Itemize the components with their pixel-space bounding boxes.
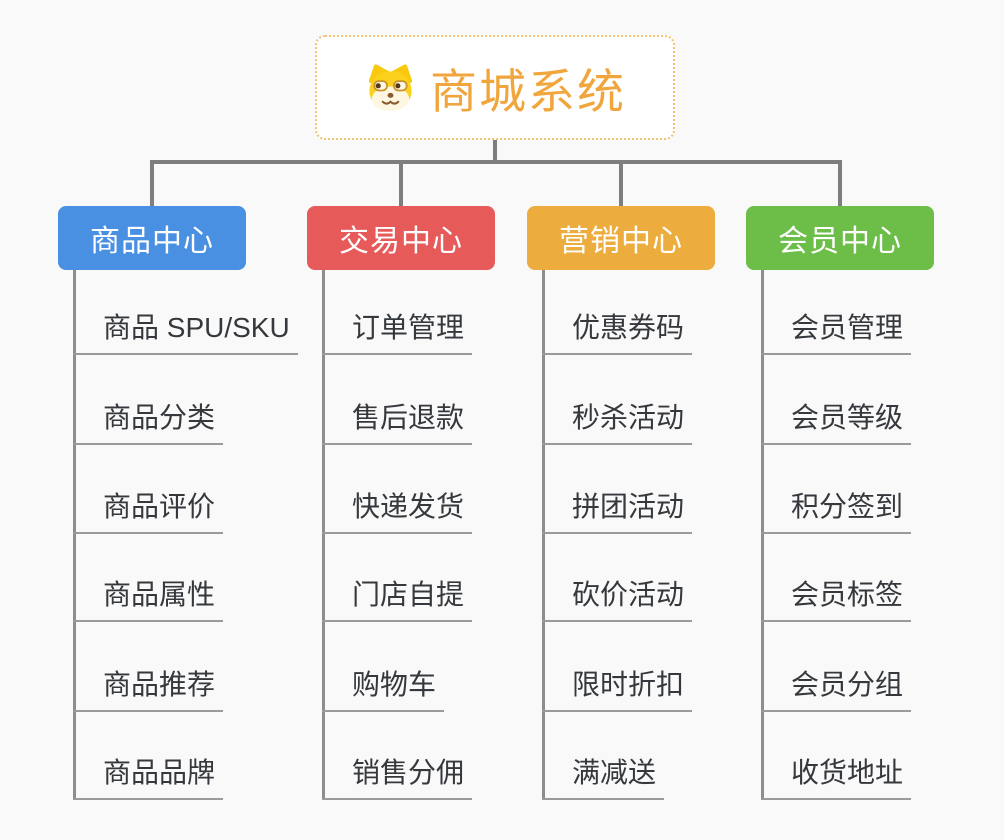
subtopic-node[interactable]: 商品品牌 [73, 755, 224, 800]
connector-horizontal-bar [150, 160, 842, 164]
subtopic-node[interactable]: 满减送 [542, 755, 665, 800]
branch-topic-member-center[interactable]: 会员中心 [746, 206, 934, 270]
branch-topic-marketing-center[interactable]: 营销中心 [527, 206, 715, 270]
subtopic-node[interactable]: 积分签到 [761, 489, 912, 534]
branch-topic-trade-center[interactable]: 交易中心 [307, 206, 495, 270]
subtopic-node[interactable]: 会员管理 [761, 310, 912, 355]
subtopic-node[interactable]: 秒杀活动 [542, 400, 693, 445]
subtopic-node[interactable]: 快递发货 [322, 489, 473, 534]
subtopic-node[interactable]: 购物车 [322, 667, 445, 712]
subtopic-node[interactable]: 砍价活动 [542, 577, 693, 622]
subtopic-node[interactable]: 会员分组 [761, 667, 912, 712]
subtopic-node[interactable]: 会员标签 [761, 577, 912, 622]
subtopic-node[interactable]: 优惠券码 [542, 310, 693, 355]
doge-icon [368, 63, 413, 111]
subtopic-node[interactable]: 商品分类 [73, 400, 224, 445]
root-topic-mall-system[interactable]: 商城系统 [315, 35, 675, 140]
connector-drop [150, 160, 154, 207]
subtopic-node[interactable]: 商品推荐 [73, 667, 224, 712]
connector-drop [619, 160, 623, 207]
branch-spine [73, 270, 76, 798]
connector-drop [399, 160, 403, 207]
subtopic-node[interactable]: 销售分佣 [322, 755, 473, 800]
connector-root-stem [493, 139, 497, 163]
branch-spine [542, 270, 545, 798]
connector-drop [838, 160, 842, 207]
subtopic-node[interactable]: 门店自提 [322, 577, 473, 622]
subtopic-node[interactable]: 限时折扣 [542, 667, 693, 712]
branch-spine [322, 270, 325, 798]
branch-spine [761, 270, 764, 798]
subtopic-node[interactable]: 收货地址 [761, 755, 912, 800]
subtopic-node[interactable]: 商品属性 [73, 577, 224, 622]
subtopic-node[interactable]: 商品评价 [73, 489, 224, 534]
subtopic-node[interactable]: 售后退款 [322, 400, 473, 445]
root-topic-label: 商城系统 [430, 65, 626, 118]
subtopic-node[interactable]: 商品 SPU/SKU [73, 310, 298, 355]
subtopic-node[interactable]: 会员等级 [761, 400, 912, 445]
subtopic-node[interactable]: 订单管理 [322, 310, 473, 355]
branch-topic-product-center[interactable]: 商品中心 [58, 206, 246, 270]
subtopic-node[interactable]: 拼团活动 [542, 489, 693, 534]
